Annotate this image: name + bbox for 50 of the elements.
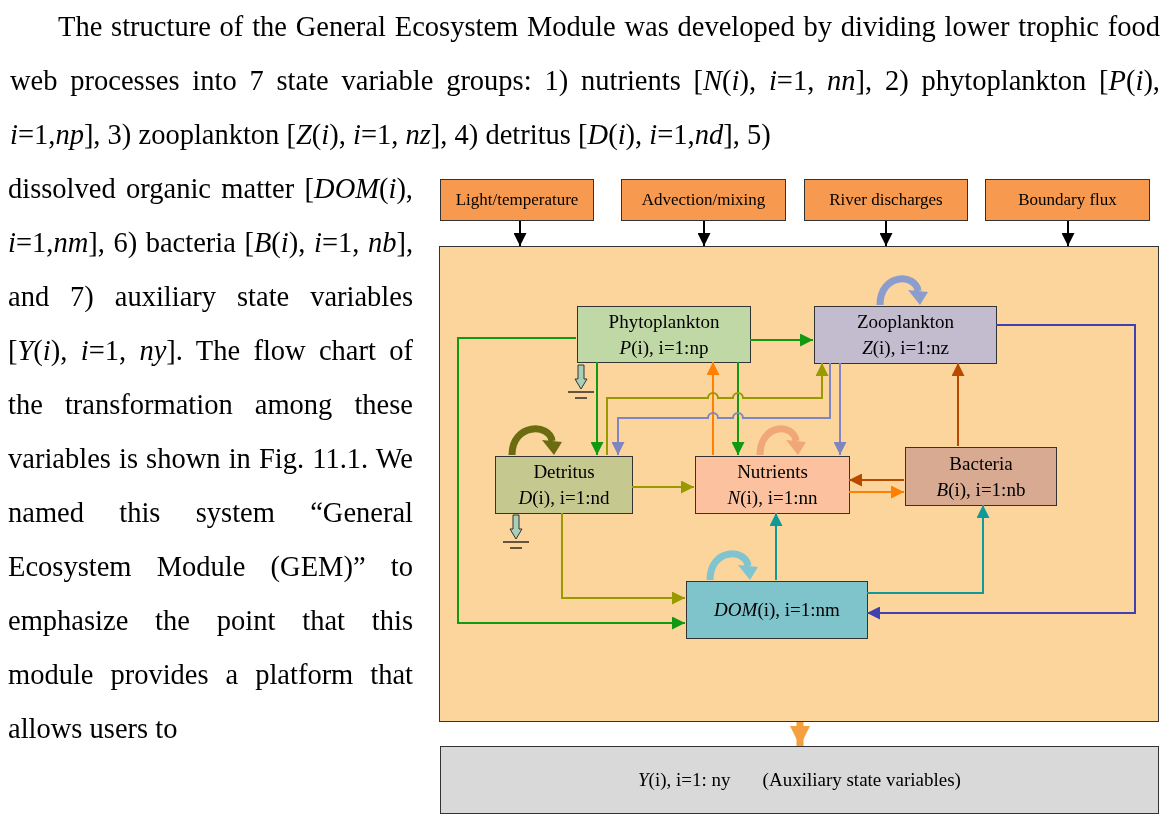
auxiliary-variables-box — [440, 746, 1159, 814]
box-label: River discharges — [829, 188, 943, 211]
arrow — [848, 473, 905, 487]
forcing-box — [621, 179, 786, 221]
box-sublabel: Z(i), i=1:nz — [862, 336, 949, 360]
state-variable-box — [577, 306, 751, 363]
arrow — [749, 333, 814, 347]
arrow — [848, 485, 905, 499]
box-label: DOM(i), i=1:nm — [714, 598, 840, 623]
forcing-box — [440, 179, 594, 221]
arrow — [561, 512, 686, 605]
state-variable-box — [686, 581, 868, 639]
forcing-box — [985, 179, 1150, 221]
ecosystem-panel — [439, 246, 1159, 722]
arrow — [513, 220, 527, 247]
body-paragraph: dissolved organic matter [DOM(i), i=1,nm], 6) bacteria [B(i), i=1, nb], and 7) auxiliary state variables [Y(i), i=1, ny]. The flow chart of the transformation among these variables is shown in Fig. 11.1. We named this system “General Ecosystem Module (GEM)” to emphasize the point that this module provides a platform that allows users to — [8, 172, 413, 746]
body-paragraph: The structure of the General Ecosystem Module was developed by dividing lower trophic food web processes into 7 state variable groups: 1) nutrients [N(i), i=1, nn], 2) phytoplankton [P(i), i=1,np], 3) zooplankton [Z(i), i=1, nz], 4) detritus [D(i), i=1,nd], 5) — [10, 10, 1160, 152]
box-label: Detritus — [533, 460, 595, 485]
arrow — [833, 362, 847, 456]
forcing-box — [804, 179, 968, 221]
arrow — [731, 361, 745, 456]
box-label: Nutrients — [737, 460, 808, 485]
arrow — [951, 362, 965, 447]
arrow — [697, 220, 711, 247]
box-label: Zooplankton — [856, 310, 955, 335]
box-sublabel: (Auxiliary state variables) — [762, 768, 961, 793]
arrow — [879, 220, 893, 247]
box-label: Bacteria — [949, 451, 1013, 476]
box-sublabel: B(i), i=1:nb — [936, 477, 1026, 502]
state-variable-box — [695, 456, 850, 514]
box-sublabel: D(i), i=1:nd — [518, 486, 610, 510]
arrow — [457, 337, 686, 630]
box-label: Y(i), i=1: ny — [638, 768, 731, 793]
state-variable-box — [495, 456, 633, 514]
box-sublabel: N(i), i=1:nn — [727, 486, 818, 510]
arrow — [590, 361, 604, 456]
box-label: Light/temperature — [455, 188, 579, 211]
arrow — [1061, 220, 1075, 247]
box-sublabel: P(i), i=1:np — [619, 335, 709, 360]
arrow — [866, 504, 990, 594]
arrow — [866, 324, 1136, 620]
box-label: Phytoplankton — [608, 309, 720, 334]
arrow — [706, 361, 720, 456]
arrow — [769, 512, 783, 581]
state-variable-box — [814, 306, 997, 364]
state-variable-box — [905, 447, 1057, 506]
arrow — [790, 722, 810, 746]
arrow — [631, 480, 695, 494]
box-label: Boundary flux — [1018, 188, 1117, 211]
box-label: Advection/mixing — [641, 188, 766, 211]
